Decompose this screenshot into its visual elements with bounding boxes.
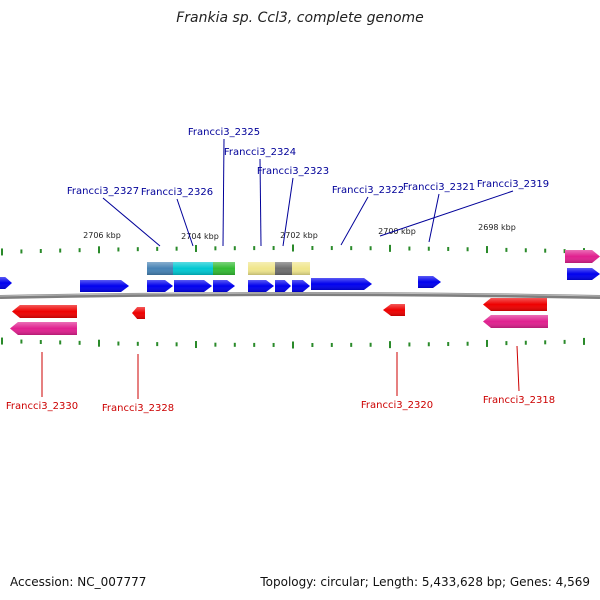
map-title: Frankia sp. Ccl3, complete genome bbox=[176, 10, 424, 26]
gene-label: Francci3_2325 bbox=[188, 127, 260, 138]
gene-label: Francci3_2322 bbox=[332, 185, 404, 196]
gene-leader-line bbox=[340, 196, 369, 246]
scale-label: 2702 kbp bbox=[280, 231, 318, 240]
gene-label: Francci3_2328 bbox=[102, 403, 174, 414]
gene-leader-line bbox=[259, 158, 262, 247]
gene-leader-line bbox=[282, 177, 294, 247]
scale-label: 2704 kbp bbox=[181, 232, 219, 241]
gene-label: Francci3_2320 bbox=[361, 400, 433, 411]
gene-leader-line bbox=[222, 138, 225, 247]
gene-label: Francci3_2318 bbox=[483, 395, 555, 406]
gene-label: Francci3_2327 bbox=[67, 186, 139, 197]
genome-summary: Topology: circular; Length: 5,433,628 bp… bbox=[260, 575, 590, 589]
gene-leader-line bbox=[379, 190, 514, 237]
gene-leader-line bbox=[102, 197, 161, 247]
gene-label: Francci3_2321 bbox=[403, 182, 475, 193]
gene-label: Francci3_2319 bbox=[477, 179, 549, 190]
scale-label: 2706 kbp bbox=[83, 231, 121, 240]
accession-text: Accession: NC_007777 bbox=[10, 575, 147, 589]
gene-leader-line bbox=[176, 198, 194, 247]
gene-label: Francci3_2326 bbox=[141, 187, 213, 198]
gene-label: Francci3_2324 bbox=[224, 147, 296, 158]
genome-backbone bbox=[0, 292, 600, 299]
scale-label: 2698 kbp bbox=[478, 223, 516, 232]
gene-label: Francci3_2330 bbox=[6, 401, 78, 412]
scale-label: 2700 kbp bbox=[378, 227, 416, 236]
gene-label: Francci3_2323 bbox=[257, 166, 329, 177]
gene-leader-line bbox=[516, 345, 520, 392]
